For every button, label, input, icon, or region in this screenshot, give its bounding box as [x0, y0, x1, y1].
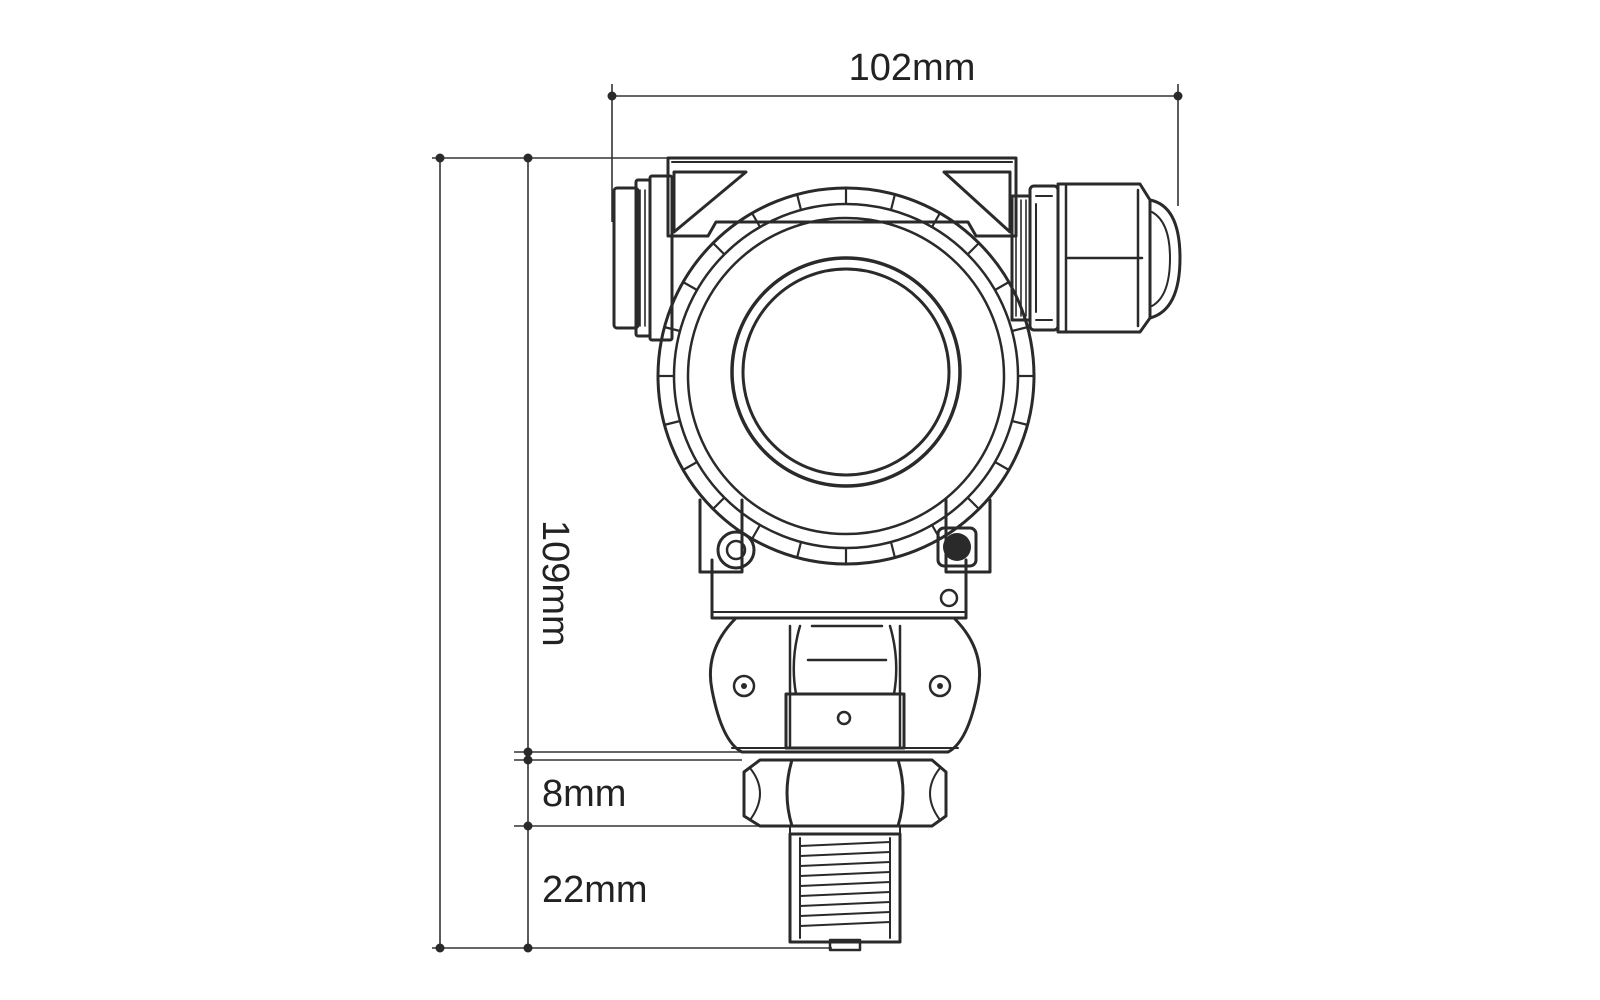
- width-label: 102mm: [849, 47, 976, 89]
- dimension-height-total: 109mm: [432, 153, 832, 953]
- housing-neck: [710, 558, 968, 620]
- left-conduit-plug: [612, 174, 674, 342]
- left-cover-screw: [716, 530, 756, 570]
- height-label: 109mm: [534, 520, 576, 647]
- hex-nut: [742, 758, 948, 828]
- right-cable-gland: [1010, 182, 1182, 334]
- dimension-width-top: 102mm: [607, 47, 1183, 222]
- threaded-process-connection: [788, 825, 902, 952]
- thread-length-label: 22mm: [542, 869, 648, 911]
- main-housing-ring: [656, 186, 1036, 574]
- sensor-body: [708, 616, 982, 754]
- nut-height-label: 8mm: [542, 773, 626, 815]
- right-cover-screw: [936, 526, 978, 568]
- housing-top-block: [666, 156, 1018, 238]
- housing-serrations: [658, 188, 1034, 564]
